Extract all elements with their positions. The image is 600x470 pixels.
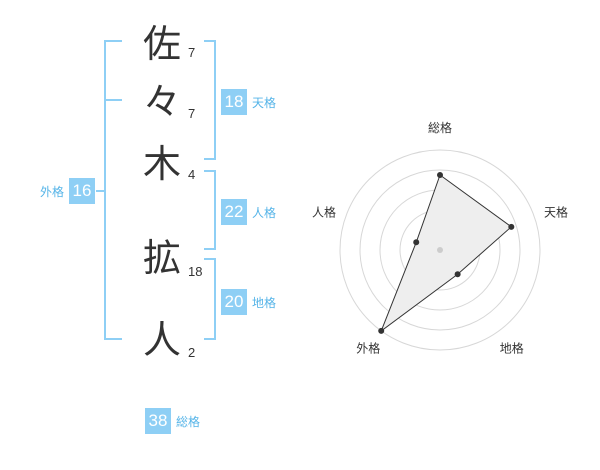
- radar-axis-label-4: 外格: [356, 341, 380, 356]
- chikaku-badge: 20 地格: [221, 289, 276, 315]
- chikaku-bracket: [204, 258, 216, 340]
- soukaku-value: 38: [145, 408, 171, 434]
- soukaku-badge: 38 総格: [145, 408, 200, 434]
- gaikaku-bracket-tick: [104, 99, 122, 101]
- gaikaku-bracket-connector: [96, 190, 105, 192]
- name-char-1: 佐: [142, 22, 181, 66]
- chikaku-value: 20: [221, 289, 247, 315]
- tenkaku-bracket: [204, 40, 216, 160]
- name-char-3: 木: [142, 142, 181, 186]
- gaikaku-label: 外格: [40, 184, 65, 199]
- radar-point-1: [437, 172, 443, 178]
- chikaku-label: 地格: [252, 295, 277, 310]
- name-char-5: 人: [142, 318, 181, 362]
- jinkaku-label: 人格: [252, 205, 277, 220]
- jinkaku-value: 22: [221, 199, 247, 225]
- stroke-count-3: 4: [188, 167, 196, 182]
- name-char-2: 々: [142, 80, 181, 124]
- gaikaku-value: 16: [69, 178, 96, 204]
- radar-polygon: [380, 174, 513, 333]
- name-char-4: 拡: [142, 236, 181, 280]
- tenkaku-badge: 18 天格: [221, 89, 276, 115]
- stroke-count-5: 2: [188, 345, 196, 360]
- radar-axis-label-5: 人格: [312, 204, 336, 219]
- radar-axis-label-1: 総格: [428, 120, 452, 135]
- stroke-count-4: 18: [188, 264, 203, 279]
- radar-point-3: [454, 271, 461, 278]
- tenkaku-label: 天格: [252, 95, 277, 110]
- radar-axis-label-2: 天格: [544, 204, 568, 219]
- jinkaku-bracket: [204, 170, 216, 250]
- tenkaku-value: 18: [221, 89, 247, 115]
- radar-point-4: [378, 327, 385, 334]
- stroke-count-2: 7: [188, 106, 196, 121]
- radar-axis-label-3: 地格: [500, 341, 524, 356]
- radar-point-2: [508, 223, 515, 230]
- radar-center-dot: [437, 247, 443, 253]
- gaikaku-bracket: [104, 40, 122, 340]
- stroke-count-1: 7: [188, 45, 196, 60]
- gaikaku-badge: 外格 16: [40, 178, 96, 204]
- radar-ring-2: [359, 169, 521, 331]
- jinkaku-badge: 22 人格: [221, 199, 276, 225]
- radar-point-5: [413, 239, 420, 246]
- soukaku-label: 総格: [176, 414, 201, 429]
- radar-ring-1: [339, 149, 541, 351]
